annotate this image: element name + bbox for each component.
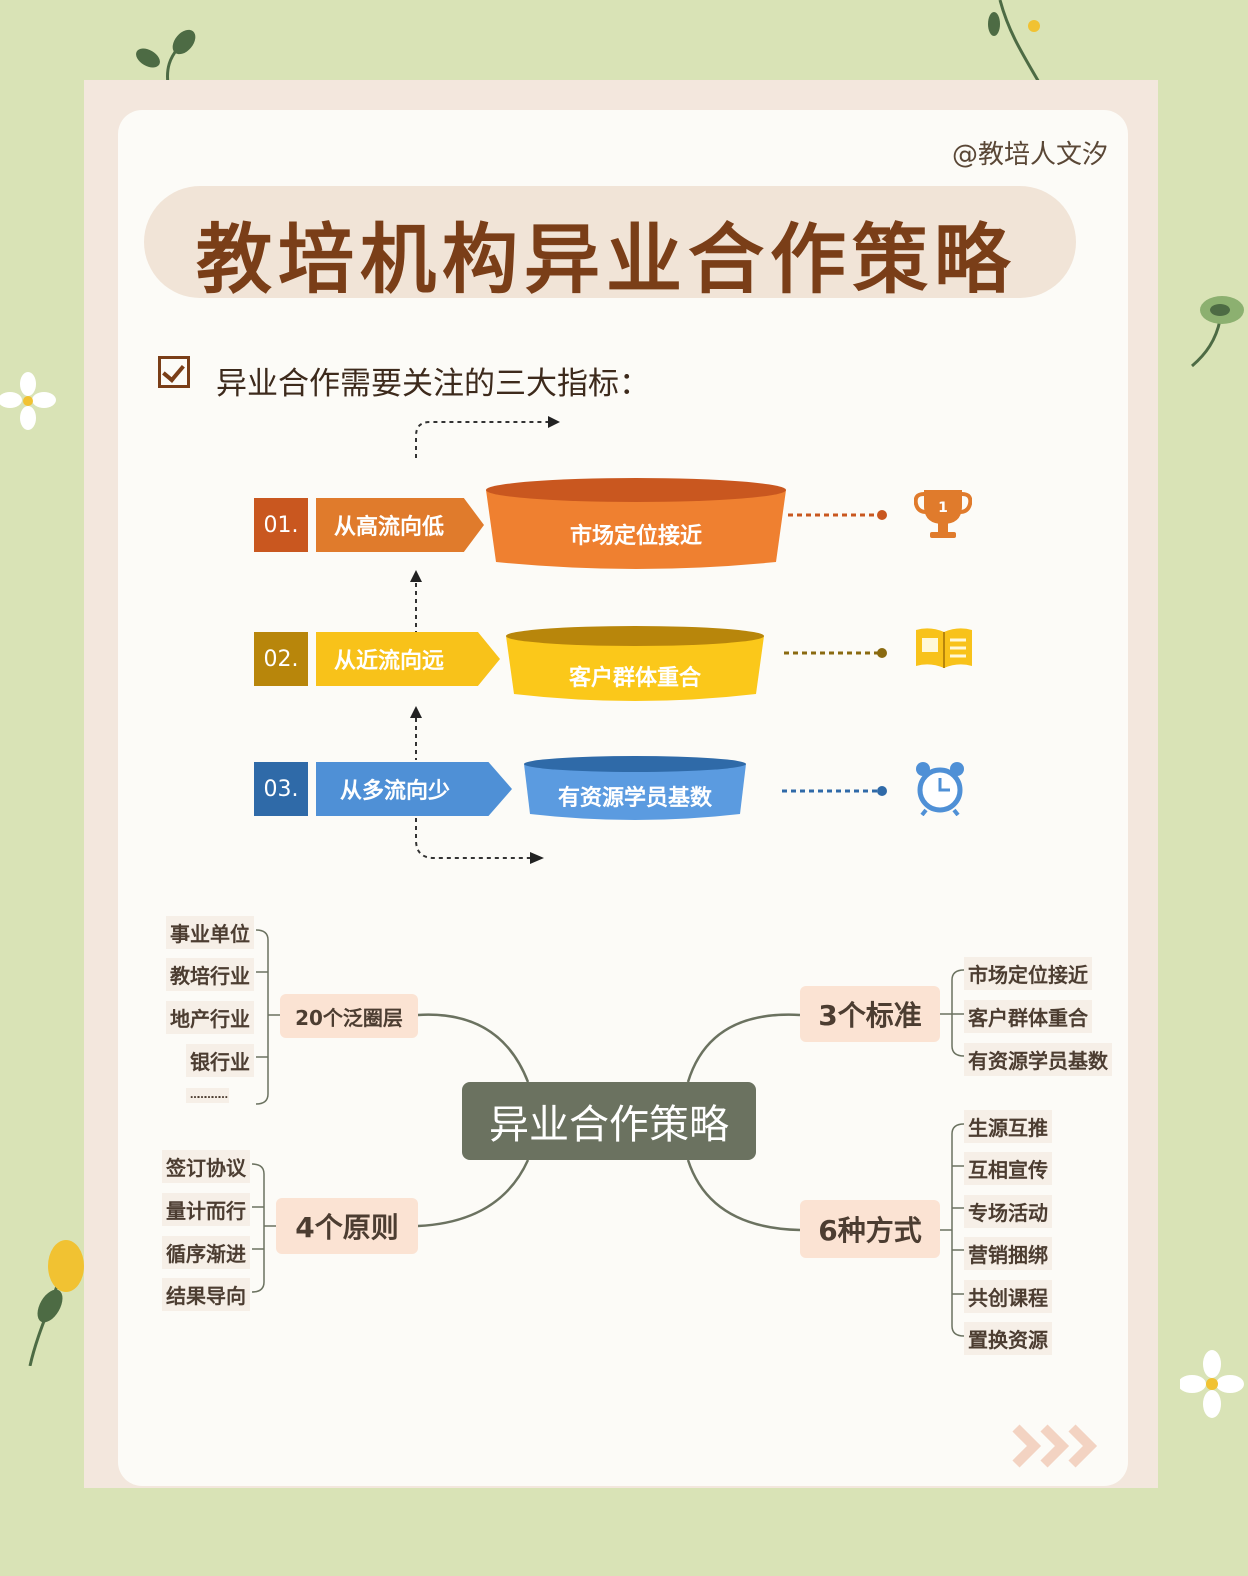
funnel-target-2: 客户群体重合 — [568, 666, 701, 691]
leaf-principle-2: 量计而行 — [162, 1193, 250, 1226]
funnel-label-1: 从高流向低 — [316, 498, 484, 552]
mindmap-branch-circles: 20个泛圈层 — [280, 994, 418, 1038]
sprout-decoration-icon — [136, 29, 196, 84]
funnel-cylinder-1 — [486, 478, 786, 569]
leaf-principle-1: 签订协议 — [162, 1150, 250, 1183]
funnel-connector-lines — [410, 416, 560, 864]
leaf-standard-2: 客户群体重合 — [964, 1000, 1092, 1033]
leaf-decoration-icon — [1191, 296, 1244, 368]
leaf-method-5: 共创课程 — [964, 1280, 1052, 1313]
branch-decoration-icon — [988, 0, 1042, 84]
leaf-circle-5: …………… — [186, 1088, 229, 1103]
leaf-method-2: 互相宣传 — [964, 1152, 1052, 1185]
checkbox-icon — [158, 356, 190, 388]
title-pill — [144, 186, 1076, 298]
leaf-method-6: 置换资源 — [964, 1322, 1052, 1355]
mindmap-branch-principles: 4个原则 — [276, 1198, 418, 1254]
book-icon — [916, 628, 972, 668]
funnel-label-2: 从近流向远 — [316, 632, 500, 686]
mindmap-center-node: 异业合作策略 — [462, 1082, 756, 1160]
funnel-cylinder-2 — [506, 626, 764, 701]
leaf-standard-3: 有资源学员基数 — [964, 1043, 1112, 1076]
leaf-method-1: 生源互推 — [964, 1110, 1052, 1143]
mindmap-branch-methods: 6种方式 — [800, 1200, 940, 1258]
funnel-target-3: 有资源学员基数 — [557, 786, 712, 811]
funnel-cylinder-3 — [524, 756, 746, 820]
alarm-clock-icon — [916, 762, 964, 816]
page-title: 教培机构异业合作策略 — [196, 215, 1016, 304]
mindmap-connectors — [251, 929, 965, 1337]
leaf-method-3: 专场活动 — [964, 1195, 1052, 1228]
white-flower-icon — [0, 372, 56, 430]
leaf-principle-4: 结果导向 — [162, 1278, 250, 1311]
funnel-num-2: 02. — [254, 632, 308, 686]
funnel-label-3: 从多流向少 — [316, 762, 512, 816]
funnel-target-1: 市场定位接近 — [569, 524, 702, 549]
leaf-circle-2: 教培行业 — [166, 958, 254, 991]
icon-connectors — [780, 510, 887, 796]
yellow-flower-icon — [28, 1240, 84, 1366]
leaf-circle-4: 银行业 — [186, 1044, 254, 1077]
leaf-circle-3: 地产行业 — [166, 1001, 254, 1034]
section-subtitle: 异业合作需要关注的三大指标： — [216, 366, 650, 402]
next-page-chevrons-icon — [1012, 1424, 1098, 1468]
author-handle: @教培人文汐 — [952, 140, 1109, 170]
mindmap-branch-standards: 3个标准 — [800, 986, 940, 1042]
svg-text:1: 1 — [938, 500, 948, 516]
leaf-principle-3: 循序渐进 — [162, 1236, 250, 1269]
leaf-standard-1: 市场定位接近 — [964, 957, 1092, 990]
funnel-num-3: 03. — [254, 762, 308, 816]
leaf-circle-1: 事业单位 — [166, 916, 254, 949]
funnel-num-1: 01. — [254, 498, 308, 552]
leaf-method-4: 营销捆绑 — [964, 1237, 1052, 1270]
white-flower-bottom-icon — [1180, 1350, 1244, 1418]
trophy-icon: 1 — [914, 490, 972, 538]
